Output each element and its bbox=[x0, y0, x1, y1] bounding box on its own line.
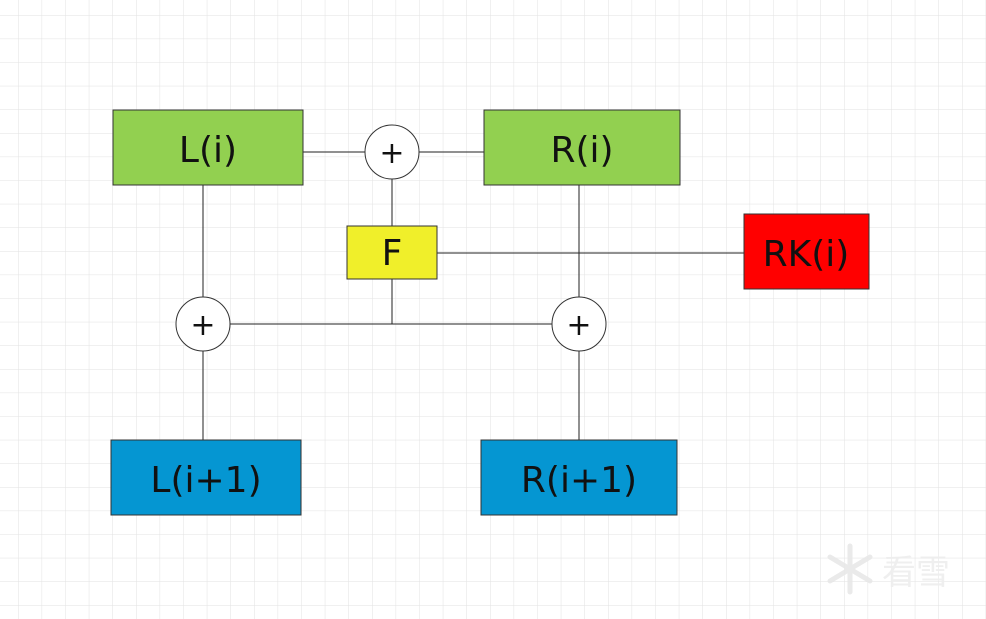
node-r-next[interactable]: R(i+1) bbox=[480, 439, 678, 516]
xor-symbol: + bbox=[190, 308, 215, 343]
node-f[interactable]: F bbox=[346, 225, 438, 280]
node-label: R(i+1) bbox=[521, 460, 637, 501]
xor-symbol: + bbox=[566, 308, 591, 343]
watermark-text: 看雪 bbox=[882, 553, 950, 593]
watermark: 看雪 bbox=[827, 543, 950, 595]
xor-top[interactable]: + bbox=[364, 124, 420, 180]
node-r-i[interactable]: R(i) bbox=[483, 109, 681, 186]
xor-right[interactable]: + bbox=[551, 296, 607, 352]
node-l-next[interactable]: L(i+1) bbox=[110, 439, 302, 516]
node-l-i[interactable]: L(i) bbox=[112, 109, 304, 186]
node-label: L(i) bbox=[179, 130, 237, 171]
connectors bbox=[202, 151, 744, 440]
node-rk-i[interactable]: RK(i) bbox=[743, 213, 870, 290]
snowflake-icon bbox=[827, 543, 873, 595]
node-label: F bbox=[382, 233, 403, 274]
xor-left[interactable]: + bbox=[175, 296, 231, 352]
node-label: R(i) bbox=[550, 130, 613, 171]
node-label: L(i+1) bbox=[150, 460, 261, 501]
xor-symbol: + bbox=[379, 136, 404, 171]
node-label: RK(i) bbox=[763, 234, 850, 275]
